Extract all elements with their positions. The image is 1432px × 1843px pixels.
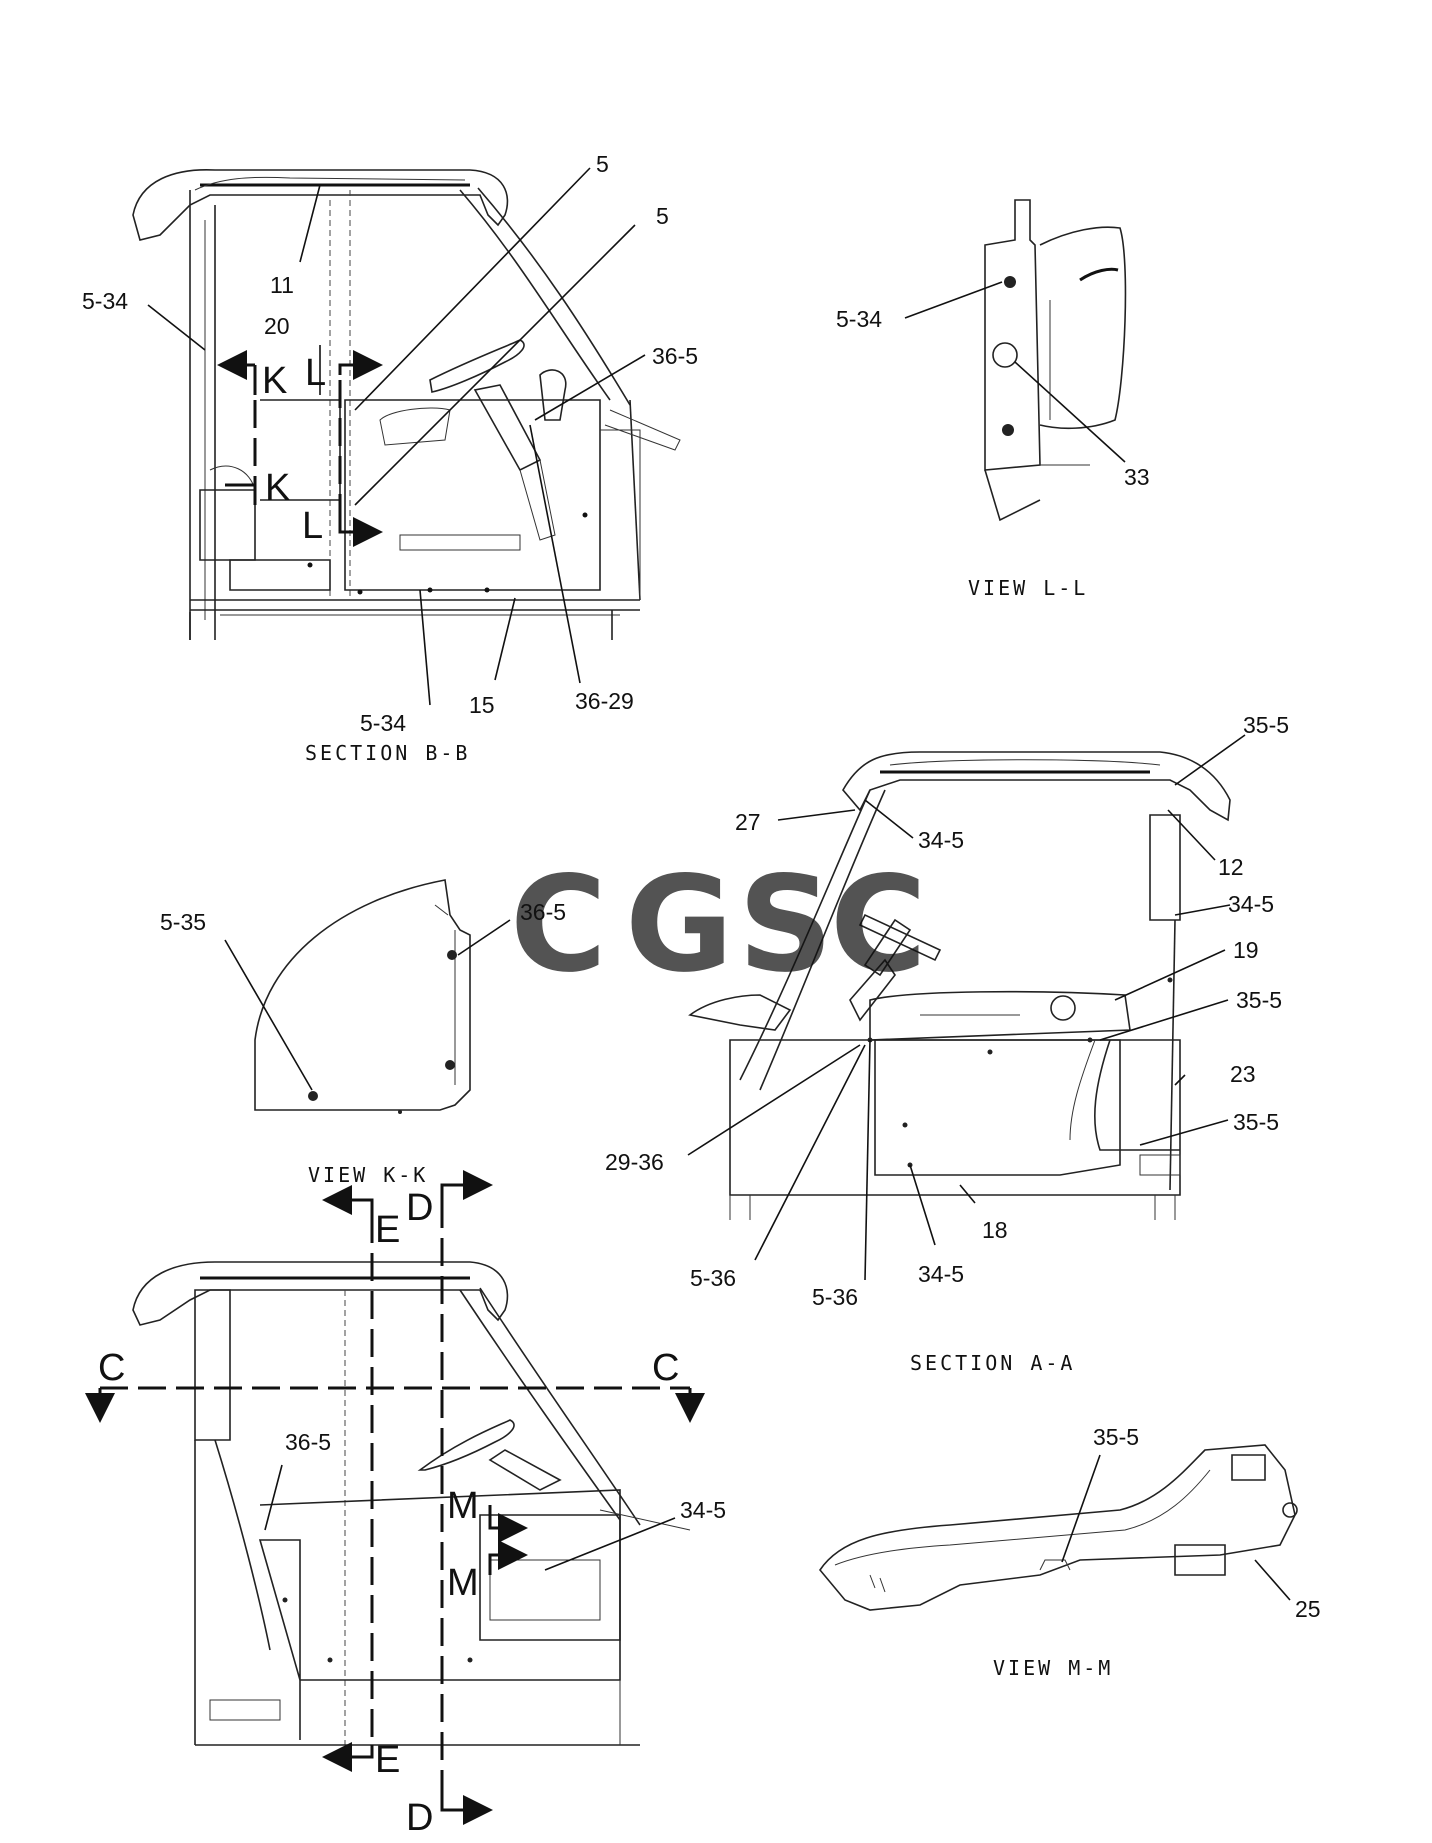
callout-35-5-view-mm: 35-5 [1093, 1424, 1139, 1450]
callout-36-5: 36-5 [652, 343, 698, 369]
cut-letter-c-right: C [652, 1347, 679, 1389]
cut-letter-l-bottom: L [302, 505, 323, 547]
callout-36-5-view-kk: 36-5 [520, 899, 566, 925]
section-bb-leaders [147, 167, 646, 706]
callout-34-5-side: 34-5 [680, 1497, 726, 1523]
view-ll-caption: VIEW L-L [968, 576, 1088, 600]
view-kk-caption: VIEW K-K [308, 1163, 428, 1187]
watermark-letter-g: G [625, 848, 733, 1002]
callout-11: 11 [270, 272, 294, 298]
side-view-cut-lines: E D C C M M E D [85, 1170, 705, 1839]
cut-letter-d-top: D [406, 1187, 433, 1229]
cut-letter-e-top: E [375, 1209, 400, 1251]
section-aa-caption: SECTION A-A [910, 1351, 1075, 1375]
cut-letter-e-bottom: E [375, 1739, 400, 1781]
callout-34-5-post: 34-5 [1228, 891, 1274, 917]
callout-35-5-low: 35-5 [1233, 1109, 1279, 1135]
callout-5-36-right: 5-36 [812, 1284, 858, 1310]
cut-letter-c-left: C [98, 1347, 125, 1389]
cut-letter-m-top: M [447, 1485, 479, 1527]
view-mm-drawing: 35-5 25 VIEW M-M [819, 1424, 1321, 1680]
callout-5-35: 5-35 [160, 909, 206, 935]
view-mm-caption: VIEW M-M [993, 1656, 1113, 1680]
callout-20: 20 [264, 313, 290, 339]
callout-15: 15 [469, 692, 495, 718]
callout-5-34-view-ll: 5-34 [836, 306, 882, 332]
section-aa-leaders [687, 734, 1246, 1281]
cut-letter-m-bottom: M [447, 1562, 479, 1604]
callout-35-5-mid: 35-5 [1236, 987, 1282, 1013]
callout-34-5-bottom: 34-5 [918, 1261, 964, 1287]
callout-12: 12 [1218, 854, 1244, 880]
cut-letter-k-bottom: K [265, 467, 290, 509]
callout-35-5-roof: 35-5 [1243, 712, 1289, 738]
callout-19: 19 [1233, 937, 1259, 963]
cgsc-watermark-logo: C G S C [510, 848, 927, 1002]
section-bb-cut-marks: K L K L [217, 350, 383, 547]
callout-25: 25 [1295, 1596, 1321, 1622]
callout-33: 33 [1124, 464, 1150, 490]
section-bb-callouts: 5 5 11 5-34 20 36-5 5-34 15 36-29 SECTIO… [82, 151, 698, 765]
callout-5-lower: 5 [656, 203, 669, 229]
view-ll-drawing: 5-34 33 VIEW L-L [836, 199, 1150, 600]
side-view-drawing [132, 1261, 691, 1746]
watermark-letter-c2: C [830, 848, 927, 1002]
callout-27: 27 [735, 809, 761, 835]
section-bb-drawing [132, 169, 681, 640]
section-bb-caption: SECTION B-B [305, 741, 470, 765]
callout-5-34-left: 5-34 [82, 288, 128, 314]
cut-letter-k-top: K [262, 360, 287, 402]
callout-5-upper: 5 [596, 151, 609, 177]
callout-18: 18 [982, 1217, 1008, 1243]
callout-36-5-side: 36-5 [285, 1429, 331, 1455]
callout-36-29: 36-29 [575, 688, 634, 714]
watermark-letter-c1: C [510, 848, 607, 1002]
callout-5-36-left: 5-36 [690, 1265, 736, 1291]
callout-29-36: 29-36 [605, 1149, 664, 1175]
cut-letter-l-top: L [305, 352, 326, 394]
callout-23: 23 [1230, 1061, 1256, 1087]
callout-34-5-roof: 34-5 [918, 827, 964, 853]
view-kk-drawing: 5-35 36-5 VIEW K-K [160, 879, 566, 1187]
watermark-letter-s: S [738, 848, 833, 1002]
side-view-callouts: 36-5 34-5 [264, 1429, 726, 1571]
callout-5-34-bottom: 5-34 [360, 710, 406, 736]
section-aa-callouts: 35-5 27 34-5 12 34-5 19 35-5 23 35-5 29-… [605, 712, 1289, 1375]
cut-letter-d-bottom: D [406, 1797, 433, 1839]
